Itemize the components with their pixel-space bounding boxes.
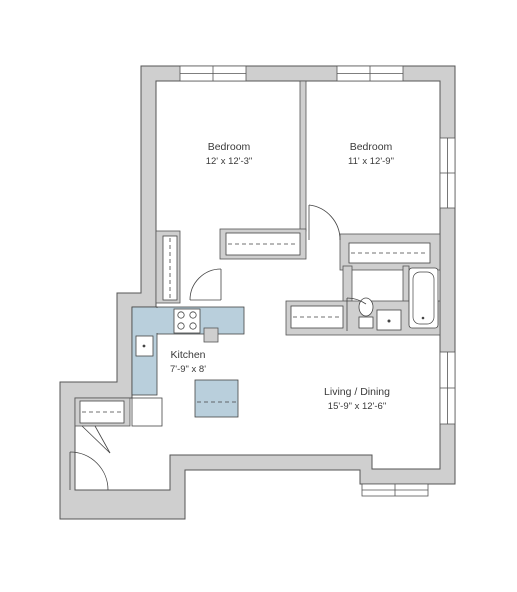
stove-burner bbox=[189, 322, 197, 330]
room-dims-living-dining: 15'-9" x 12'-6" bbox=[328, 401, 386, 412]
toilet-tank bbox=[358, 316, 374, 329]
room-name-living-dining: Living / Dining bbox=[324, 386, 390, 398]
room-name-kitchen: Kitchen bbox=[170, 349, 205, 361]
door-bathroom bbox=[346, 297, 367, 331]
kitchen-island bbox=[194, 379, 239, 418]
stove-burner bbox=[189, 311, 197, 319]
door-entry bbox=[69, 451, 109, 491]
stove-burner bbox=[177, 322, 185, 330]
kitchen-sink-drain bbox=[142, 344, 146, 348]
room-dims-bedroom-2: 11' x 12'-9" bbox=[348, 156, 394, 167]
room-dims-bedroom-1: 12' x 12'-3" bbox=[206, 156, 253, 167]
toilet-bowl bbox=[358, 297, 374, 317]
stove-burner bbox=[177, 311, 185, 319]
window-bedroom-2-side bbox=[439, 137, 456, 209]
kitchen-column bbox=[203, 327, 219, 343]
room-name-bedroom-1: Bedroom bbox=[208, 141, 251, 153]
sink-drain bbox=[387, 319, 391, 323]
exterior-walls bbox=[59, 65, 456, 520]
stove bbox=[173, 308, 201, 334]
bathtub-basin bbox=[412, 271, 435, 325]
window-living-bottom bbox=[361, 483, 429, 497]
closet-entry bbox=[79, 400, 125, 424]
door-bedroom-1 bbox=[189, 268, 222, 301]
window-bedroom-2 bbox=[336, 65, 404, 82]
window-bedroom-1 bbox=[179, 65, 247, 82]
bathtub-drain bbox=[421, 316, 425, 320]
wall-bedroom-divider bbox=[299, 80, 307, 232]
window-living-side bbox=[439, 351, 456, 425]
door-bedroom-2 bbox=[308, 204, 341, 241]
refrigerator bbox=[131, 397, 163, 427]
room-name-bedroom-2: Bedroom bbox=[350, 141, 393, 153]
room-dims-kitchen: 7'-9" x 8' bbox=[170, 364, 206, 375]
door-entry-closet bbox=[81, 425, 111, 454]
